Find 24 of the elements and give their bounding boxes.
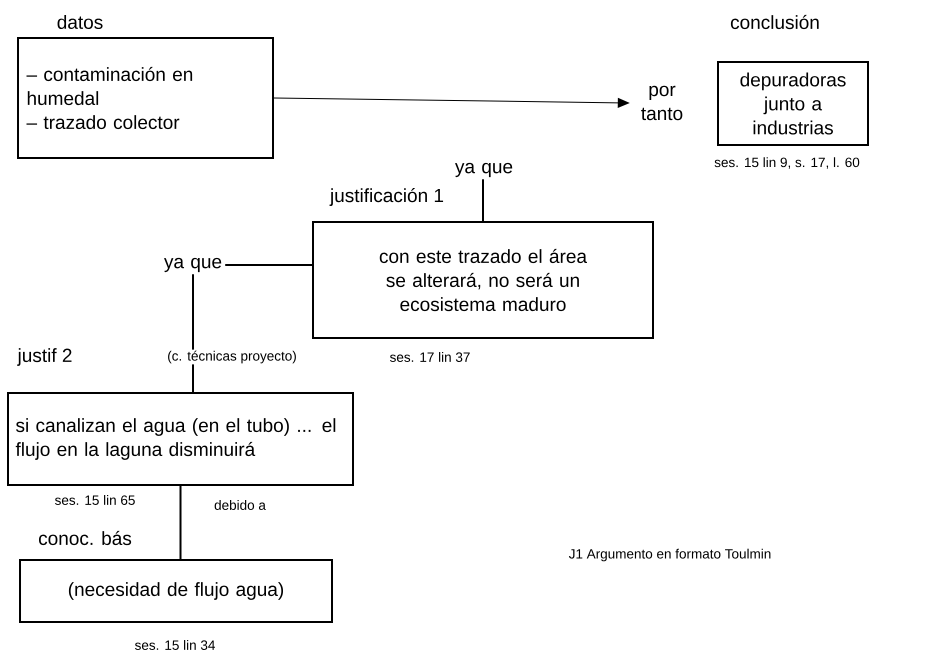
text-box: (necesidad de flujo agua) <box>19 559 333 623</box>
caption: J1 Argumento en formato Toulmin <box>568 548 770 562</box>
heading: conclusión <box>730 14 819 30</box>
source-note: ses. 15 lin 65 <box>54 495 135 505</box>
heading: datos <box>58 15 103 29</box>
text-box: depuradoras junto a industrias <box>717 61 869 146</box>
text-box: si canalizan el agua (en el tubo) ... el flujo en la laguna disminuirá <box>7 392 354 486</box>
connector-line <box>192 274 194 392</box>
source-note: ses. 15 lin 34 <box>134 640 215 650</box>
heading: justificación 1 <box>330 188 444 206</box>
source-note: ses. 17 lin 37 <box>390 352 470 362</box>
connector-line <box>180 486 182 559</box>
heading: justif 2 <box>17 348 72 366</box>
connector-line <box>225 264 312 266</box>
source-note: ses. 15 lin 9, s. 17, l. 60 <box>714 157 860 169</box>
text-box: – contaminación en humedal – trazado colector <box>17 37 274 159</box>
connector-line <box>482 179 484 221</box>
edge-label: debido a <box>213 499 267 511</box>
connector-word: ya que <box>455 162 512 178</box>
edge-label: (c. técnicas proyecto) <box>166 350 298 364</box>
heading: conoc. bás <box>38 530 132 546</box>
connector-word: por tanto <box>641 86 682 120</box>
text-box: con este trazado el área se alterará, no será un ecosistema maduro <box>312 221 654 339</box>
connector-word: ya que <box>164 258 222 272</box>
